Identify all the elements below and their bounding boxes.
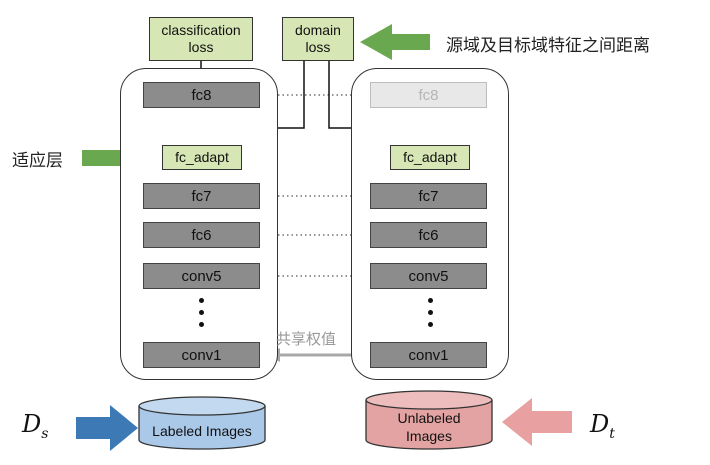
- target-ellipsis-dots: [426, 298, 434, 327]
- labeled-images-cylinder: [138, 396, 266, 450]
- target-domain-symbol: Dt: [590, 410, 615, 442]
- source-conv5: conv5: [143, 263, 260, 289]
- source-fc-adapt: fc_adapt: [162, 145, 242, 170]
- source-ellipsis-dots: [197, 298, 205, 327]
- blue-arrow-source: [76, 405, 138, 451]
- pink-arrow-target: [502, 398, 572, 446]
- source-fc6: fc6: [143, 222, 260, 248]
- green-arrow-distance: [360, 24, 430, 60]
- target-fc-adapt: fc_adapt: [390, 145, 470, 170]
- source-domain-symbol: Ds: [22, 410, 49, 442]
- adapt-layer-label: 适应层: [12, 151, 63, 171]
- target-fc7: fc7: [370, 183, 487, 209]
- target-fc8: fc8: [370, 82, 487, 108]
- domain-loss-box: domain loss: [282, 17, 354, 61]
- labeled-images-label: Labeled Images: [152, 423, 252, 439]
- source-fc7: fc7: [143, 183, 260, 209]
- source-conv1: conv1: [143, 342, 260, 368]
- target-conv5: conv5: [370, 263, 487, 289]
- unlabeled-images-label: Unlabeled Images: [397, 410, 461, 444]
- classification-loss-box: classification loss: [149, 17, 253, 61]
- distance-note: 源域及目标域特征之间距离: [446, 36, 650, 56]
- unlabeled-images-cylinder: [365, 390, 493, 450]
- target-fc6: fc6: [370, 222, 487, 248]
- shared-weights-label: 共享权值: [276, 330, 337, 348]
- target-conv1: conv1: [370, 342, 487, 368]
- source-fc8: fc8: [143, 82, 260, 108]
